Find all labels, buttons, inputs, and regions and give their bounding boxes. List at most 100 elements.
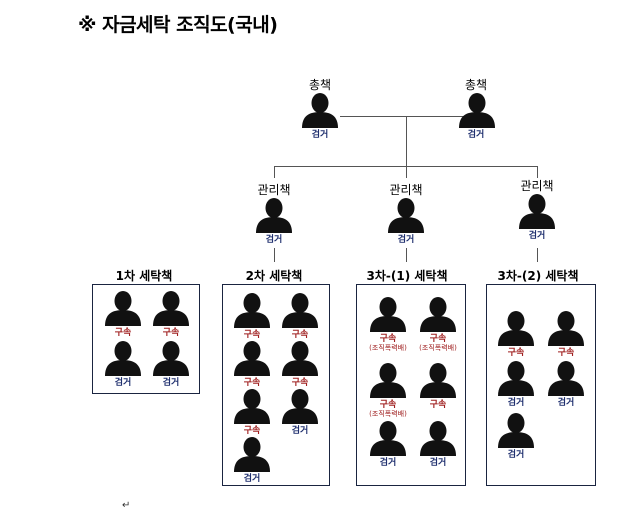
- member-status: 검거: [398, 458, 478, 468]
- member-status-text: 구속: [243, 330, 261, 340]
- manager-1-role: 관리책: [257, 183, 291, 197]
- manager-3-status: 검거: [528, 231, 546, 241]
- member-status-text: 구속: [243, 378, 261, 388]
- member-status-text: 구속: [429, 334, 447, 344]
- person-silhouette-icon: [418, 420, 458, 456]
- return-mark: ↵: [122, 500, 131, 511]
- member-status: 구속(조직폭력배): [398, 334, 478, 353]
- member-status-text: 구속: [507, 348, 525, 358]
- member-status: 구속: [212, 330, 292, 340]
- connector-top-vertical: [406, 116, 407, 166]
- person-silhouette-icon: [368, 362, 408, 398]
- member-status-text: 검거: [429, 458, 447, 468]
- person-silhouette-icon: [546, 360, 586, 396]
- member-note: (조직폭력배): [369, 344, 407, 352]
- connector-group-3: [406, 248, 407, 262]
- member-status: 구속: [83, 328, 163, 338]
- member-status: 구속: [212, 426, 292, 436]
- manager-2-role: 관리책: [389, 183, 423, 197]
- person-silhouette-icon: [151, 340, 191, 376]
- member-status: 구속: [260, 330, 340, 340]
- group-1-box: [92, 284, 200, 394]
- person-silhouette-icon: [517, 193, 557, 229]
- member-status: 검거: [476, 450, 556, 460]
- member-status: 검거: [212, 474, 292, 484]
- person-silhouette-icon: [496, 412, 536, 448]
- group-4-box: [486, 284, 596, 486]
- person-silhouette-icon: [386, 197, 426, 233]
- member-status-text: 검거: [162, 378, 180, 388]
- member-status-text: 검거: [243, 474, 261, 484]
- person-silhouette-icon: [368, 296, 408, 332]
- member-note: (조직폭력배): [369, 410, 407, 418]
- connector-group-2: [274, 248, 275, 262]
- member-status-text: 구속: [291, 330, 309, 340]
- top-leader-2-status: 검거: [467, 130, 485, 140]
- group-2-box: [222, 284, 330, 486]
- person-silhouette-icon: [418, 296, 458, 332]
- member-status: 검거: [476, 398, 556, 408]
- connector-manager-2: [406, 166, 407, 178]
- group-4-label: 3차-(2) 세탁책: [497, 269, 579, 283]
- person-silhouette-icon: [103, 340, 143, 376]
- member-status: 검거: [260, 426, 340, 436]
- member-status-text: 검거: [114, 378, 132, 388]
- person-silhouette-icon: [457, 92, 497, 128]
- person-silhouette-icon: [232, 340, 272, 376]
- person-silhouette-icon: [280, 340, 320, 376]
- person-silhouette-icon: [232, 436, 272, 472]
- member-status: 구속: [131, 328, 211, 338]
- member-status-text: 구속: [291, 378, 309, 388]
- member-status-text: 검거: [379, 458, 397, 468]
- connector-manager-3: [537, 166, 538, 178]
- group-3-box: [356, 284, 466, 486]
- person-silhouette-icon: [418, 362, 458, 398]
- person-silhouette-icon: [300, 92, 340, 128]
- person-silhouette-icon: [496, 360, 536, 396]
- person-silhouette-icon: [103, 290, 143, 326]
- member-status-text: 구속: [429, 400, 447, 410]
- member-status: 구속(조직폭력배): [348, 400, 428, 419]
- connector-manager-1: [274, 166, 275, 178]
- person-silhouette-icon: [232, 388, 272, 424]
- member-status-text: 검거: [291, 426, 309, 436]
- member-status: 구속: [398, 400, 478, 410]
- top-leader-1-status: 검거: [311, 130, 329, 140]
- member-status-text: 구속: [243, 426, 261, 436]
- group-2-label: 2차 세탁책: [245, 269, 303, 283]
- connector-top-horizontal: [340, 116, 468, 117]
- member-status: 구속: [476, 348, 556, 358]
- member-status: 검거: [348, 458, 428, 468]
- member-status: 구속: [526, 348, 606, 358]
- member-status: 구속(조직폭력배): [348, 334, 428, 353]
- person-silhouette-icon: [280, 292, 320, 328]
- person-silhouette-icon: [546, 310, 586, 346]
- person-silhouette-icon: [232, 292, 272, 328]
- manager-2-status: 검거: [397, 235, 415, 245]
- member-status-text: 구속: [114, 328, 132, 338]
- member-status: 검거: [131, 378, 211, 388]
- manager-1-status: 검거: [265, 235, 283, 245]
- member-status-text: 검거: [507, 450, 525, 460]
- member-status: 구속: [260, 378, 340, 388]
- member-status-text: 구속: [162, 328, 180, 338]
- person-silhouette-icon: [368, 420, 408, 456]
- member-status: 구속: [212, 378, 292, 388]
- page-title: ※ 자금세탁 조직도(국내): [78, 14, 278, 36]
- member-status: 검거: [83, 378, 163, 388]
- person-silhouette-icon: [496, 310, 536, 346]
- member-status-text: 검거: [507, 398, 525, 408]
- person-silhouette-icon: [254, 197, 294, 233]
- connector-group-4: [537, 248, 538, 262]
- person-silhouette-icon: [280, 388, 320, 424]
- group-1-label: 1차 세탁책: [115, 269, 173, 283]
- top-leader-2-role: 총책: [464, 78, 488, 92]
- member-status-text: 구속: [379, 400, 397, 410]
- person-silhouette-icon: [151, 290, 191, 326]
- member-status-text: 구속: [379, 334, 397, 344]
- manager-3-role: 관리책: [520, 179, 554, 193]
- top-leader-1-role: 총책: [308, 78, 332, 92]
- member-status: 검거: [526, 398, 606, 408]
- member-status-text: 검거: [557, 398, 575, 408]
- member-status-text: 구속: [557, 348, 575, 358]
